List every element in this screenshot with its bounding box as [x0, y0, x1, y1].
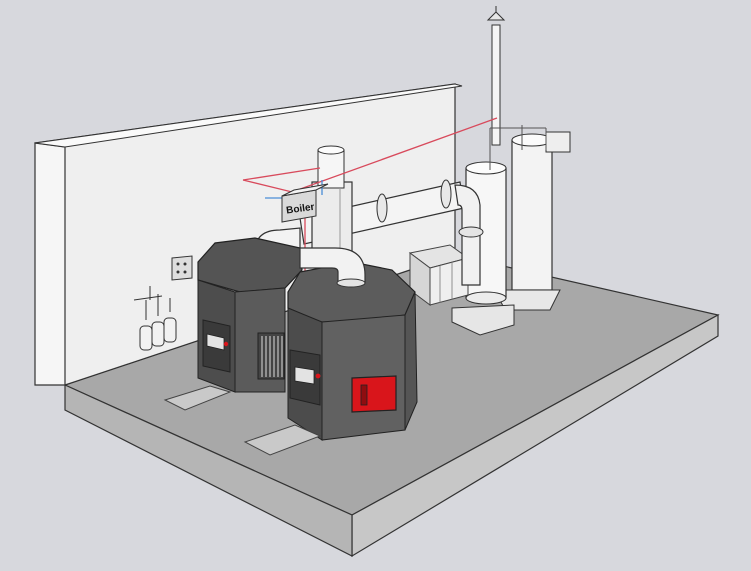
- boiler-sign-text: Boiler: [286, 202, 316, 217]
- boiler-rear: [163, 237, 303, 411]
- control-panel: [171, 255, 193, 281]
- gas-cylinders: [133, 286, 177, 351]
- boiler-front-door: [351, 375, 397, 413]
- chimney-stack: [486, 6, 506, 146]
- boiler-sign: Boiler: [281, 183, 329, 223]
- rear-tank: [494, 131, 571, 311]
- front-elbow-pipe: [299, 247, 366, 288]
- boiler-rear-grille: [257, 332, 285, 380]
- economizer: [311, 145, 353, 253]
- back-wall: [34, 83, 463, 386]
- tank-frame: [489, 125, 547, 170]
- boiler-front: [243, 261, 418, 456]
- water-treatment-unit: [408, 244, 470, 306]
